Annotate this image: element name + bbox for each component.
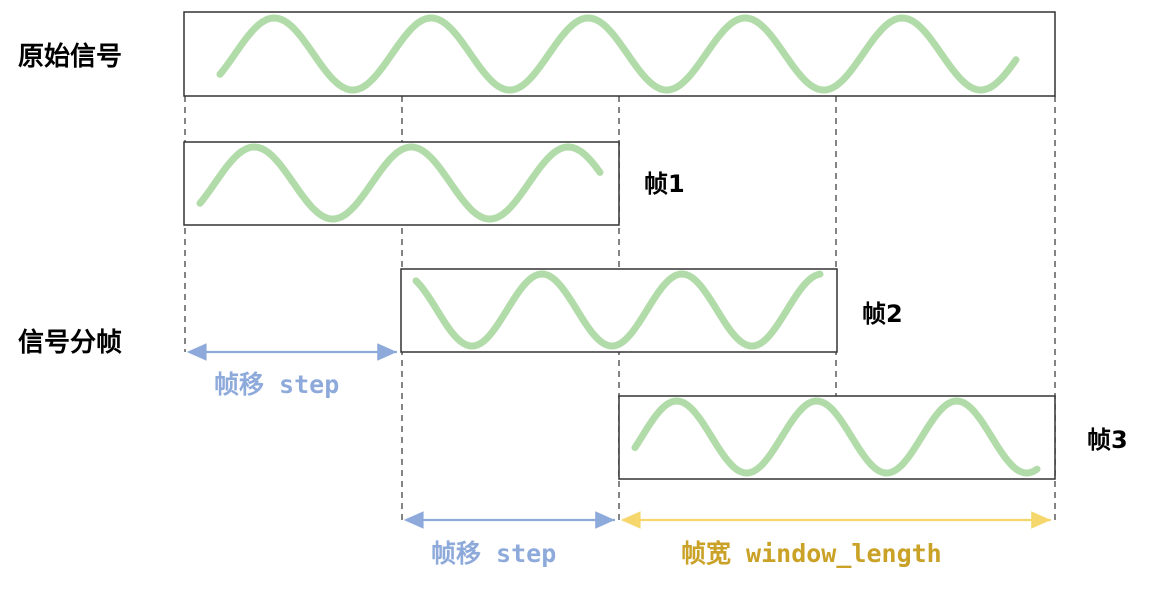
frame3-wave xyxy=(631,397,1041,477)
step-label-2: 帧移 step xyxy=(431,539,556,568)
original-signal-box xyxy=(183,11,1056,97)
frame1-label: 帧1 xyxy=(644,170,685,198)
original-signal-label: 原始信号 xyxy=(18,42,122,72)
frame1-wave xyxy=(196,143,604,223)
step-label-1: 帧移 step xyxy=(214,370,339,399)
window-length-label: 帧宽 window_length xyxy=(681,539,942,568)
frame2-label: 帧2 xyxy=(862,300,903,328)
frame2-wave xyxy=(412,270,824,350)
frame2-box xyxy=(400,268,838,353)
framing-label: 信号分帧 xyxy=(18,328,122,358)
frame3-label: 帧3 xyxy=(1087,426,1128,454)
original-signal-wave xyxy=(216,14,1020,94)
